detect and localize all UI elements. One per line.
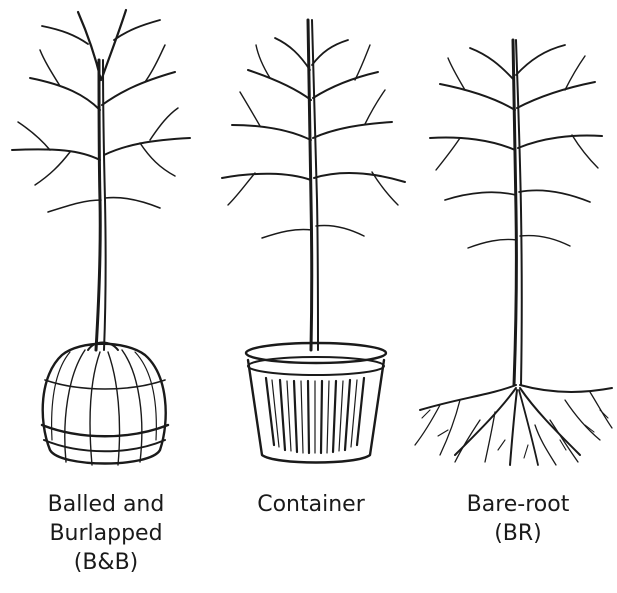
caption-line: Container [211, 490, 411, 519]
caption-bare-root: Bare-root (BR) [418, 490, 617, 548]
caption-line: (B&B) [6, 548, 206, 577]
bare-root-tree [415, 40, 612, 465]
caption-line: Burlapped [6, 519, 206, 548]
container-tree [222, 20, 405, 463]
caption-line: Bare-root [418, 490, 617, 519]
caption-line: Balled and [6, 490, 206, 519]
caption-container: Container [211, 490, 411, 519]
balled-burlapped-tree [12, 10, 190, 465]
caption-line: (BR) [418, 519, 617, 548]
caption-balled-and-burlapped: Balled and Burlapped (B&B) [6, 490, 206, 577]
